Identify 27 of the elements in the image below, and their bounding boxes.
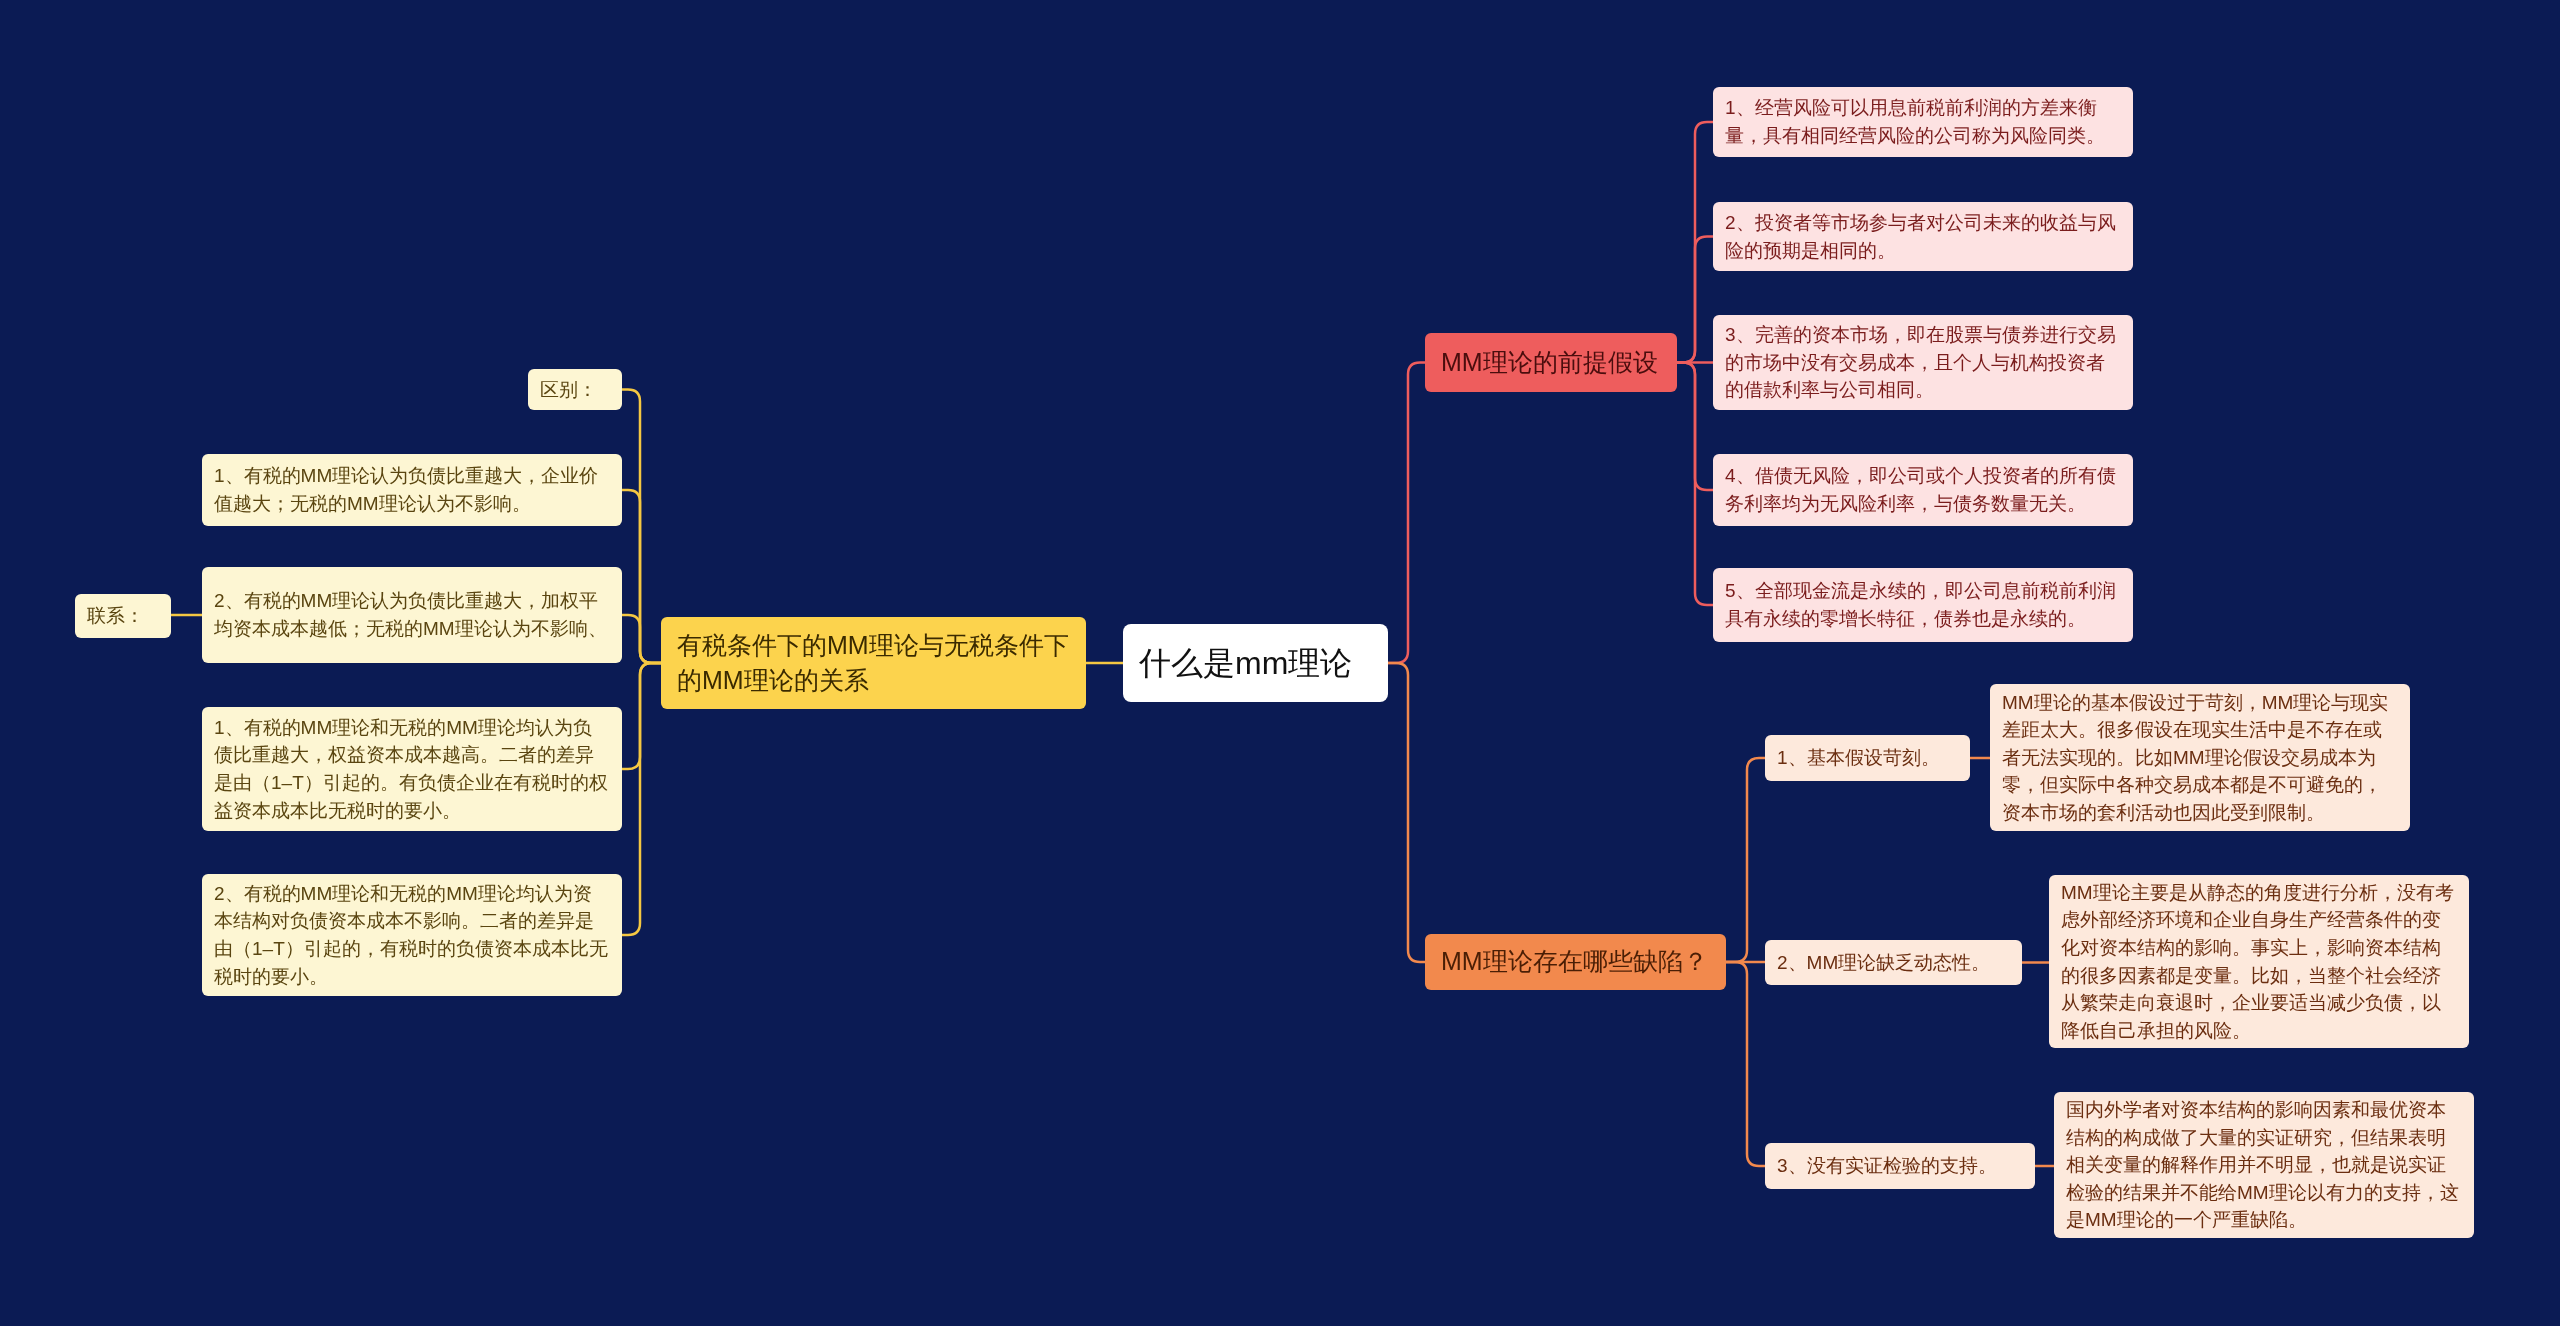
branch-topic: 有税条件下的MM理论与无税条件下的MM理论的关系	[661, 617, 1086, 709]
subtopic-box: 1、基本假设苛刻。	[1765, 735, 1970, 781]
subtopic-box: 2、有税的MM理论认为负债比重越大，加权平均资本成本越低；无税的MM理论认为不影响、	[202, 567, 622, 663]
branch-topic: MM理论存在哪些缺陷？	[1425, 934, 1726, 990]
detail-box: 国内外学者对资本结构的影响因素和最优资本结构的构成做了大量的实证研究，但结果表明相关变量的解释作用并不明显，也就是说实证检验的结果并不能给MM理论以有力的支持，这是MM理论的一个严重缺陷。	[2054, 1092, 2474, 1238]
subtopic-box: 1、有税的MM理论和无税的MM理论均认为负债比重越大，权益资本成本越高。二者的差异是由（1–T）引起的。有负债企业在有税时的权益资本成本比无税时的要小。	[202, 707, 622, 831]
subtopic-box: 1、经营风险可以用息前税前利润的方差来衡量，具有相同经营风险的公司称为风险同类。	[1713, 87, 2133, 157]
subtopic-box: 2、MM理论缺乏动态性。	[1765, 940, 2022, 985]
subtopic-box: 1、有税的MM理论认为负债比重越大，企业价值越大；无税的MM理论认为不影响。	[202, 454, 622, 526]
connector-line	[2022, 961, 2049, 964]
subtopic-box: 5、全部现金流是永续的，即公司息前税前利润具有永续的零增长特征，债券也是永续的。	[1713, 568, 2133, 642]
subtopic-box: 2、有税的MM理论和无税的MM理论均认为资本结构对负债资本成本不影响。二者的差异是由（1–T）引起的，有税时的负债资本成本比无税时的要小。	[202, 874, 622, 996]
connector-line	[2035, 1164, 2054, 1168]
branch-topic: MM理论的前提假设	[1425, 333, 1677, 392]
connector-line	[1086, 661, 1123, 665]
detail-box: MM理论主要是从静态的角度进行分析，没有考虑外部经济环境和企业自身生产经营条件的变化对资本结构的影响。事实上，影响资本结构的很多因素都是变量。比如，当整个社会经济从繁荣走向衰退时，企业要适当减少负债，以降低自己承担的风险。	[2049, 875, 2469, 1048]
subtopic-box: 联系：	[75, 594, 171, 638]
subtopic-box: 2、投资者等市场参与者对公司未来的收益与风险的预期是相同的。	[1713, 202, 2133, 271]
connector-line	[1388, 661, 1425, 964]
detail-box: MM理论的基本假设过于苛刻，MM理论与现实差距太大。很多假设在现实生活中是不存在或者无法实现的。比如MM理论假设交易成本为零，但实际中各种交易成本都是不可避免的，资本市场的套利活动也因此受到限制。	[1990, 684, 2410, 831]
connector-line	[171, 613, 202, 617]
connector-line	[1970, 756, 1990, 760]
subtopic-box: 3、完善的资本市场，即在股票与债券进行交易的市场中没有交易成本，且个人与机构投资者的借款利率与公司相同。	[1713, 315, 2133, 410]
subtopic-box: 区别：	[528, 369, 622, 410]
root-topic: 什么是mm理论	[1123, 624, 1388, 702]
subtopic-box: 4、借债无风险，即公司或个人投资者的所有债务利率均为无风险利率，与债务数量无关。	[1713, 454, 2133, 526]
subtopic-box: 3、没有实证检验的支持。	[1765, 1143, 2035, 1189]
